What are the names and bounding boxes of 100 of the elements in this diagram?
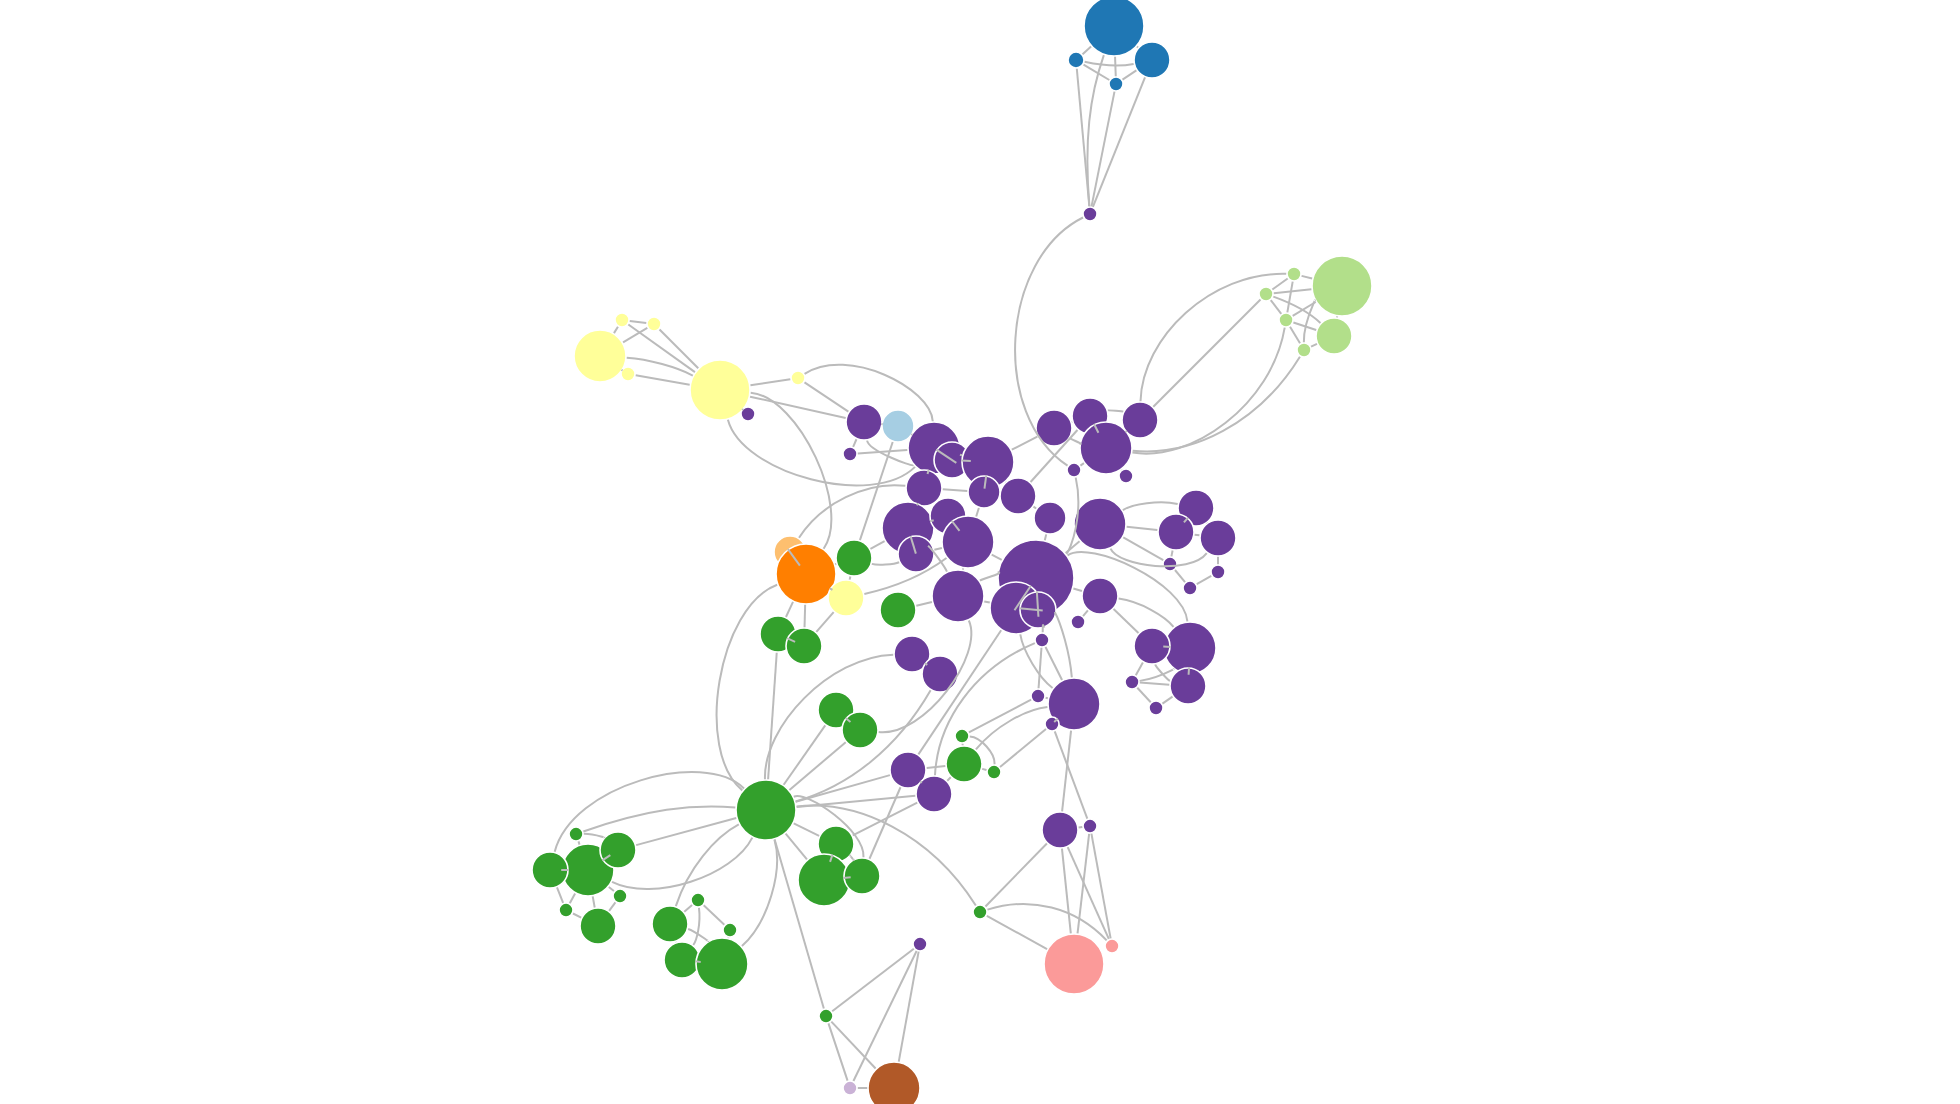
link-line (830, 1020, 877, 1070)
link-line (694, 960, 702, 963)
graph-node (1047, 677, 1101, 731)
link-line (687, 928, 710, 942)
link-line (868, 786, 902, 860)
link-line (1131, 355, 1301, 453)
graph-node (1182, 580, 1198, 596)
graph-node (1043, 933, 1105, 995)
link-line (917, 629, 1003, 756)
link-line (815, 611, 835, 633)
link-line (634, 374, 691, 386)
link-line (1082, 609, 1089, 618)
link-line (1286, 280, 1294, 314)
link-line (1195, 574, 1213, 586)
graph-node (986, 764, 1002, 780)
graph-node (835, 539, 873, 577)
link-line (1302, 299, 1316, 344)
link-line (635, 817, 738, 847)
link-line (1292, 321, 1318, 332)
graph-node (818, 1008, 834, 1024)
graph-node (1148, 700, 1164, 716)
link-line (941, 488, 969, 492)
link-line (658, 328, 700, 370)
link-line (975, 507, 980, 518)
link-line (767, 651, 778, 781)
graph-node (1133, 41, 1171, 79)
graph-node (1199, 519, 1237, 557)
link-line (983, 474, 988, 490)
link-line (828, 587, 834, 591)
link-line (1053, 611, 1073, 679)
link-line (863, 557, 948, 595)
link-line (844, 717, 852, 724)
graph-node (646, 316, 662, 332)
link-line (582, 805, 737, 833)
link-line (1043, 533, 1048, 542)
link-line (1090, 832, 1112, 940)
link-line (798, 484, 907, 539)
graph-node (579, 907, 617, 945)
graph-node (817, 691, 855, 729)
graph-node (1157, 513, 1195, 551)
link-line (1061, 729, 1073, 813)
link-line (763, 653, 895, 781)
link-line (929, 519, 935, 523)
graph-node (663, 941, 701, 979)
graph-node (690, 892, 706, 908)
graph-node (931, 569, 985, 623)
link-line (625, 356, 694, 377)
link-line (827, 1022, 849, 1082)
link-line (1077, 826, 1084, 829)
link-line (870, 561, 901, 566)
link-line (968, 735, 996, 766)
link-line (981, 767, 988, 771)
link-line (1060, 847, 1072, 935)
link-line (856, 448, 909, 455)
link-line (950, 519, 961, 532)
graph-node (905, 469, 943, 507)
graph-node (558, 902, 574, 918)
graph-node (1066, 462, 1082, 478)
link-line (1068, 437, 1082, 445)
link-line (1121, 501, 1179, 512)
link-line (1136, 686, 1152, 704)
link-line (1112, 608, 1140, 634)
link-line (1272, 295, 1322, 324)
graph-node (1083, 0, 1145, 57)
link-line (849, 854, 855, 861)
link-line (601, 854, 612, 862)
link-line (1014, 216, 1085, 467)
link-line (792, 795, 865, 859)
link-line (1083, 60, 1135, 67)
link-line (683, 904, 694, 913)
graph-node (845, 403, 883, 441)
link-line (946, 776, 952, 782)
link-line (935, 448, 958, 464)
link-line (572, 912, 583, 919)
graph-node (1081, 577, 1119, 615)
graph-node (722, 922, 738, 938)
link-line (1154, 663, 1171, 682)
link-line (1041, 624, 1046, 634)
graph-node (1210, 564, 1226, 580)
graph-node (945, 745, 983, 783)
link-line (877, 619, 973, 734)
link-line (577, 840, 581, 846)
link-line (553, 771, 745, 853)
graph-node (1133, 627, 1171, 665)
link-line (740, 838, 778, 948)
link-line (851, 801, 919, 837)
link-line (1139, 272, 1288, 403)
graph-node (1124, 674, 1140, 690)
link-line (1183, 516, 1190, 524)
graph-node (1034, 632, 1050, 648)
graph-node (915, 775, 953, 813)
link-line (1018, 607, 1044, 612)
link-line (556, 886, 565, 904)
link-line (1091, 76, 1146, 208)
link-line (674, 823, 740, 908)
link-line (1131, 326, 1286, 455)
graph-node (1169, 667, 1207, 705)
graph-node (1082, 206, 1098, 222)
link-line (1170, 549, 1174, 558)
link-line (792, 822, 821, 837)
